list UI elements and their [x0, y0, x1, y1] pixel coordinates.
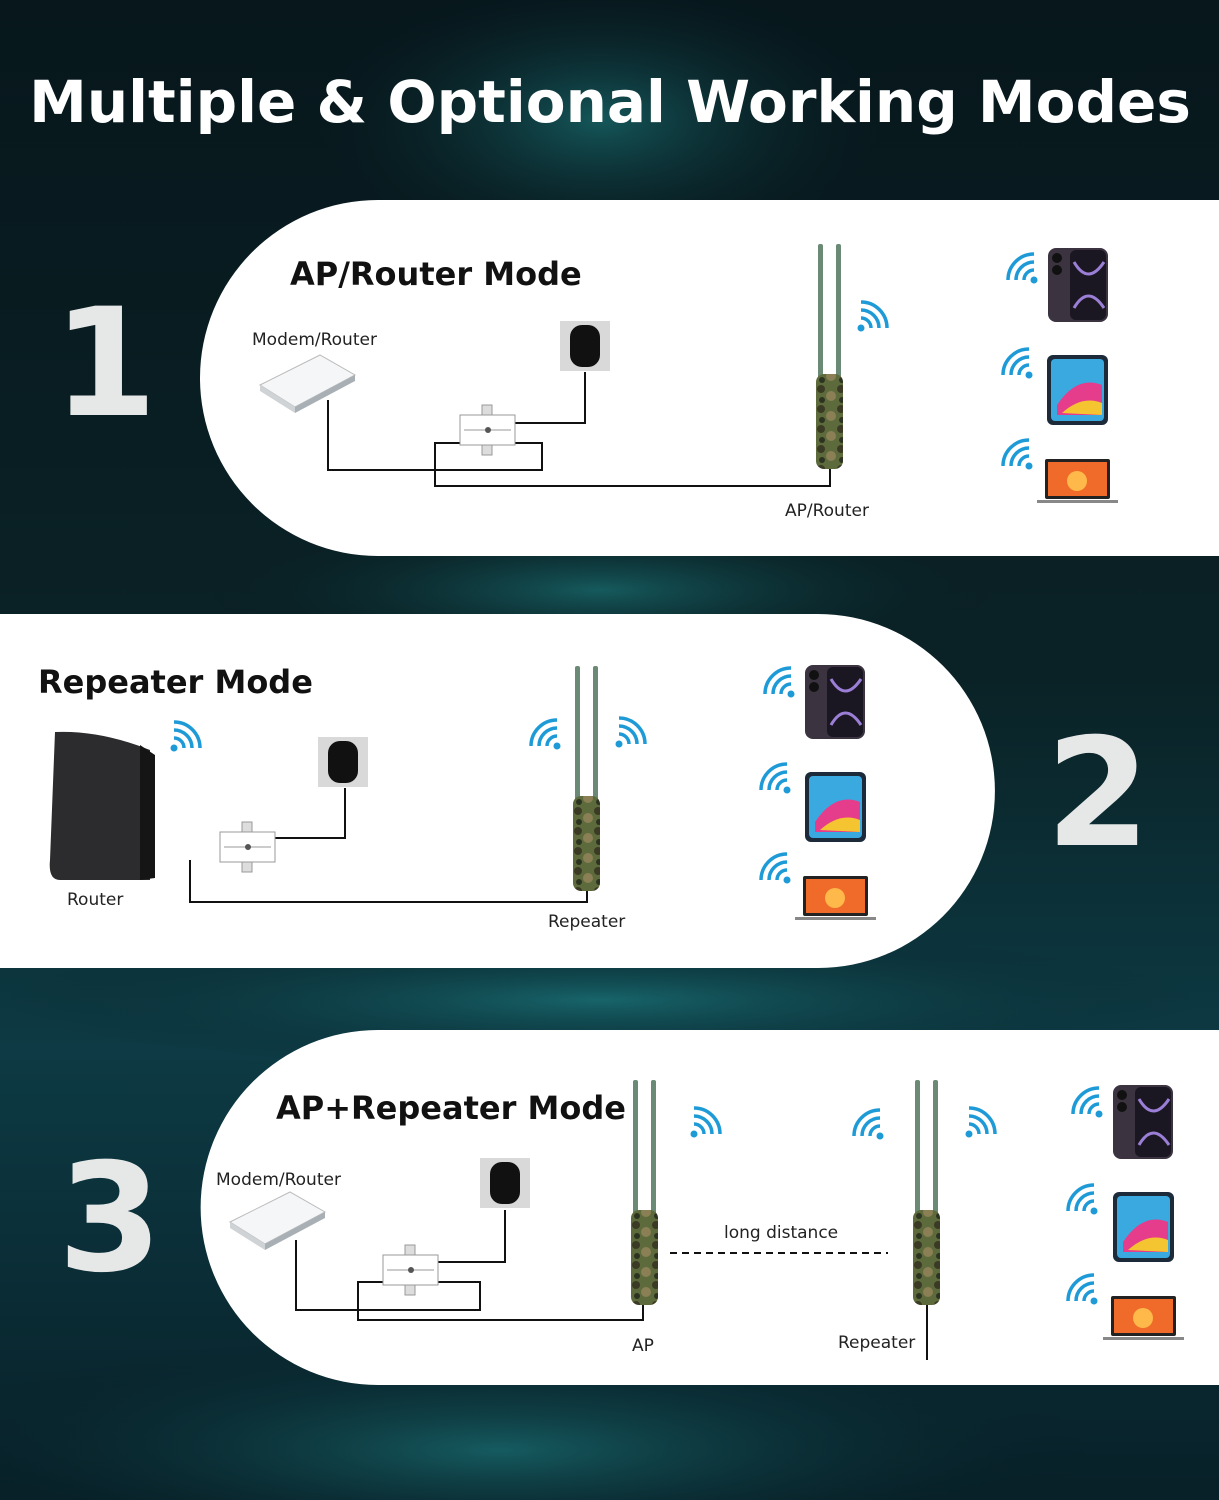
mode-number: 3 [58, 1132, 162, 1306]
mode-number: 2 [1046, 707, 1150, 881]
power-adapter-icon [318, 737, 368, 787]
repeater-label: Repeater [838, 1333, 915, 1353]
laptop-icon [795, 876, 876, 920]
repeater-label: Repeater [548, 912, 625, 932]
phone-icon [803, 663, 867, 741]
modem-label: Modem/Router [216, 1170, 341, 1190]
phone-icon [1111, 1083, 1175, 1161]
mode-title: AP+Repeater Mode [276, 1089, 626, 1127]
ap-router-label: AP/Router [785, 501, 869, 521]
tablet-icon [1047, 355, 1108, 425]
power-adapter-icon [480, 1158, 530, 1208]
mode-2-panel: 2 Repeater Mode Router Repeater [0, 614, 1150, 968]
mode-1-panel: 1 AP/Router Mode Modem/Router AP/Router [53, 200, 1219, 556]
power-adapter-icon [560, 321, 610, 371]
ap-label: AP [632, 1336, 654, 1356]
router-tower-icon [49, 731, 155, 880]
mode-title: Repeater Mode [38, 663, 313, 701]
page-title: Multiple & Optional Working Modes [29, 68, 1191, 136]
laptop-icon [1037, 459, 1118, 503]
router-label: Router [67, 890, 123, 910]
phone-icon [1046, 246, 1110, 324]
long-distance-label: long distance [724, 1223, 838, 1243]
modem-label: Modem/Router [252, 330, 377, 350]
tablet-icon [805, 772, 866, 842]
mode-3-panel: 3 AP+Repeater Mode Modem/Router long dis… [58, 1030, 1219, 1385]
mode-title: AP/Router Mode [290, 255, 582, 293]
mode-number: 1 [53, 277, 157, 451]
tablet-icon [1113, 1192, 1174, 1262]
laptop-icon [1103, 1296, 1184, 1340]
